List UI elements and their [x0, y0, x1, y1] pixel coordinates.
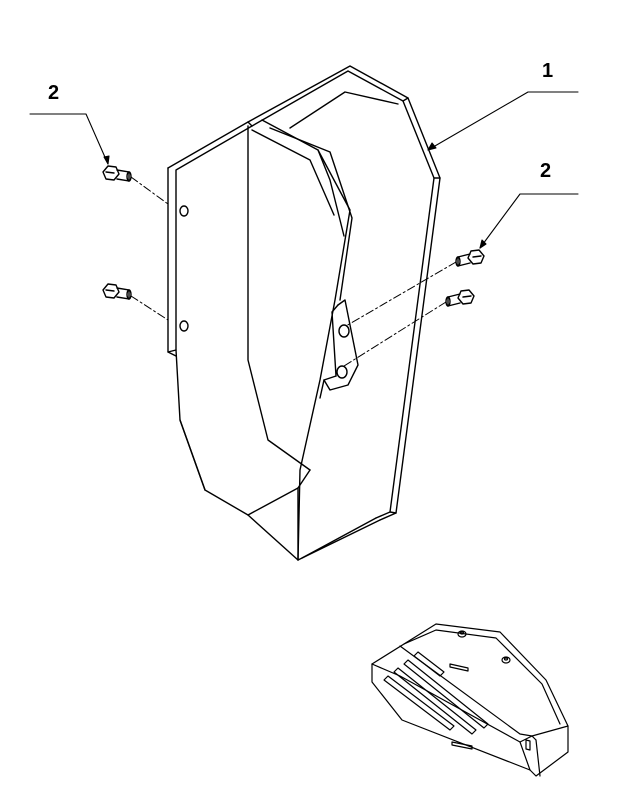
leader-line-2b: [479, 193, 579, 249]
belt-guard-main: [167, 65, 441, 561]
screw-left-upper: [102, 165, 132, 182]
callout-part-1: 1: [542, 60, 554, 82]
leader-line-2a: [29, 113, 110, 165]
callout-part-2-left: 2: [48, 82, 60, 104]
screw-left-lower: [102, 283, 132, 300]
callout-part-2-right: 2: [540, 160, 552, 182]
screw-right-upper: [455, 249, 485, 267]
screw-right-lower: [445, 289, 475, 307]
leader-line-1: [427, 91, 579, 151]
assembled-guard-thumbnail: [371, 623, 569, 777]
assembly-center-lines: [130, 176, 457, 367]
